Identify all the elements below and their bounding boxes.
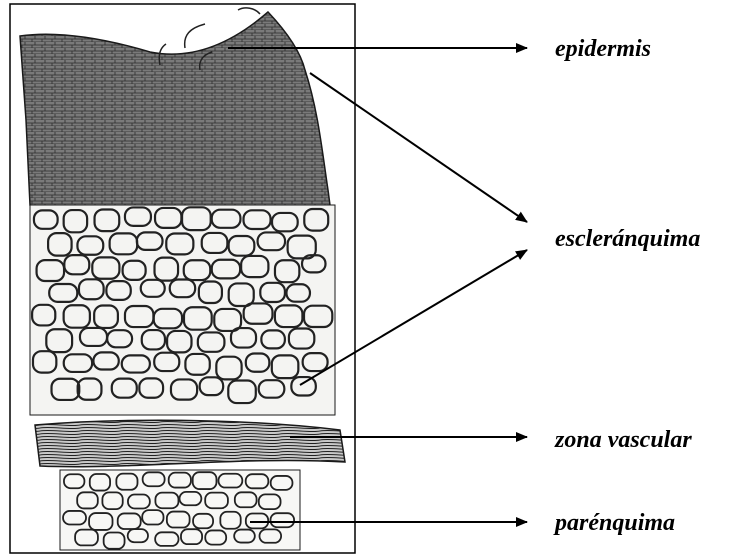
pith-parenchyma: [60, 470, 300, 550]
label-zona-vascular: zona vascular: [554, 427, 692, 453]
label-esclerenquima: escleránquima: [555, 226, 700, 252]
label-epidermis: epidermis: [555, 36, 651, 62]
vascular-band: [35, 420, 345, 466]
label-parenquima: parénquima: [553, 510, 675, 536]
cortex-tissue: [30, 205, 335, 415]
